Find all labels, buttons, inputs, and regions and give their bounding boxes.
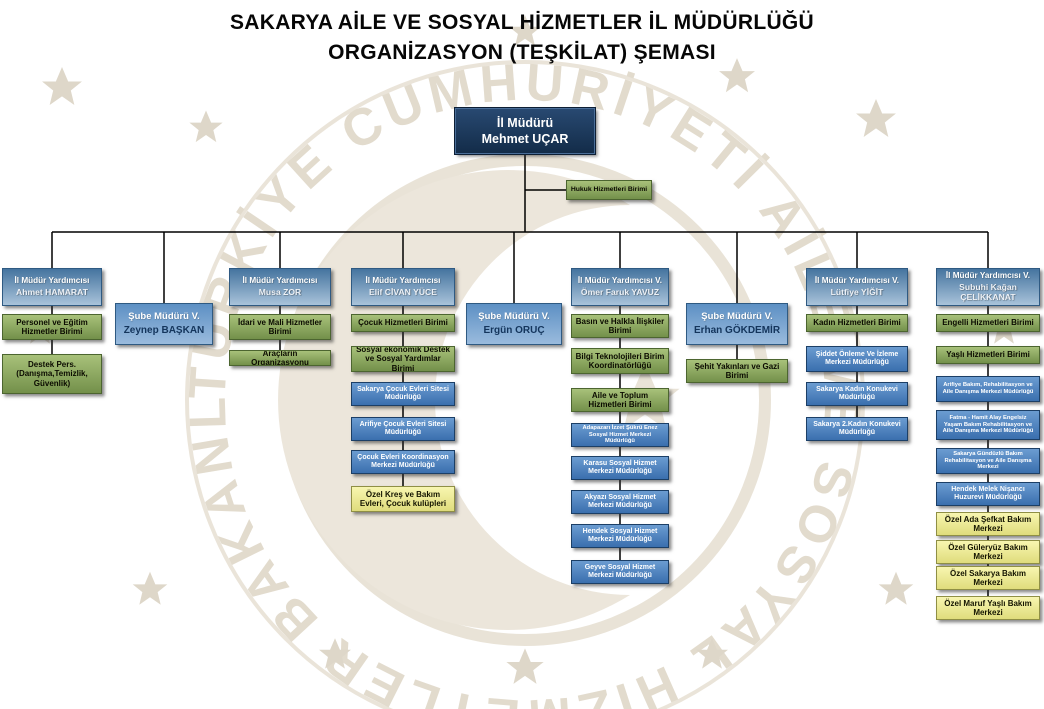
unit-box: Akyazı Sosyal Hizmet Merkezi Müdürlüğü — [571, 490, 669, 514]
head-ergun-oruc: Şube Müdürü V. Ergün ORUÇ — [466, 303, 562, 345]
unit-box: Arifiye Çocuk Evleri Sitesi Müdürlüğü — [351, 417, 455, 441]
deputy-name: Lütfiye YİĞİT — [830, 286, 884, 297]
deputy-name: Elif CİVAN YÜCE — [369, 286, 437, 297]
branch-manager-name: Ergün ORUÇ — [483, 324, 545, 336]
unit-box: Hendek Sosyal Hizmet Merkezi Müdürlüğü — [571, 524, 669, 548]
unit-box: Çocuk Evleri Koordinasyon Merkezi Müdürl… — [351, 450, 455, 474]
head-ahmet-hamarat: İl Müdür Yardımcısı Ahmet HAMARAT — [2, 268, 102, 306]
deputy-title: İl Müdür Yardımcısı — [365, 276, 441, 286]
head-subuhi-kagan-celikkanat: İl Müdür Yardımcısı V. Subuhi Kağan ÇELİ… — [936, 268, 1040, 306]
legal-unit-box: Hukuk Hizmetleri Birimi — [566, 180, 652, 200]
unit-box: Destek Pers. (Danışma,Temizlik, Güvenlik… — [2, 354, 102, 394]
director-box: İl Müdürü Mehmet UÇAR — [454, 107, 596, 155]
page-title-line2: ORGANİZASYON (TEŞKİLAT) ŞEMASI — [328, 41, 716, 64]
branch-manager-title: Şube Müdürü V. — [128, 310, 200, 322]
unit-box: Sakarya Çocuk Evleri Sitesi Müdürlüğü — [351, 382, 455, 406]
unit-box: Çocuk Hizmetleri Birimi — [351, 314, 455, 332]
deputy-name: Musa ZOR — [258, 286, 302, 297]
page-title: SAKARYA AİLE VE SOSYAL HİZMETLER İL MÜDÜ… — [0, 8, 1044, 68]
unit-box: Özel Sakarya Bakım Merkezi — [936, 566, 1040, 590]
unit-box: Engelli Hizmetleri Birimi — [936, 314, 1040, 332]
unit-box: Araçların Organizasyonu — [229, 350, 331, 366]
unit-box: Aile ve Toplum Hizmetleri Birimi — [571, 388, 669, 412]
unit-box: Geyve Sosyal Hizmet Merkezi Müdürlüğü — [571, 560, 669, 584]
branch-manager-title: Şube Müdürü V. — [478, 310, 550, 322]
unit-box: Arifiye Bakım, Rehabilitasyon ve Aile Da… — [936, 376, 1040, 402]
deputy-title: İl Müdür Yardımcısı V. — [814, 276, 900, 286]
unit-box: Şehit Yakınları ve Gazi Birimi — [686, 359, 788, 383]
unit-box: Sakarya Gündüzlü Bakım Rehabilitasyon ve… — [936, 448, 1040, 474]
head-musa-zor: İl Müdür Yardımcısı Musa ZOR — [229, 268, 331, 306]
unit-box: Bilgi Teknolojileri Birim Koordinatörlüğ… — [571, 348, 669, 374]
unit-box: Özel Maruf Yaşlı Bakım Merkezi — [936, 596, 1040, 620]
unit-box: Adapazarı İzzet Şükrü Enez Sosyal Hizmet… — [571, 423, 669, 447]
deputy-title: İl Müdür Yardımcısı — [14, 276, 90, 286]
head-elif-civan-yuce: İl Müdür Yardımcısı Elif CİVAN YÜCE — [351, 268, 455, 306]
unit-box: Kadın Hizmetleri Birimi — [806, 314, 908, 332]
unit-box: İdari ve Mali Hizmetler Birimi — [229, 314, 331, 340]
unit-box: Özel Güleryüz Bakım Merkezi — [936, 540, 1040, 564]
unit-box: Yaşlı Hizmetleri Birimi — [936, 346, 1040, 364]
unit-box: Özel Kreş ve Bakım Evleri, Çocuk kulüple… — [351, 486, 455, 512]
page-title-line1: SAKARYA AİLE VE SOSYAL HİZMETLER İL MÜDÜ… — [229, 11, 815, 34]
head-zeynep-baskan: Şube Müdürü V. Zeynep BAŞKAN — [115, 303, 213, 345]
unit-box: Hendek Melek Nişancı Huzurevi Müdürlüğü — [936, 482, 1040, 506]
head-omer-faruk-yavuz: İl Müdür Yardımcısı V. Ömer Faruk YAVUZ — [571, 268, 669, 306]
head-lutfiye-yigit: İl Müdür Yardımcısı V. Lütfiye YİĞİT — [806, 268, 908, 306]
unit-box: Fatma - Hamit Alay Engelsiz Yaşam Bakım … — [936, 410, 1040, 440]
deputy-title: İl Müdür Yardımcısı — [242, 276, 318, 286]
unit-box: Basın ve Halkla İlişkiler Birimi — [571, 314, 669, 338]
unit-box: Sosyal ekonomik Destek ve Sosyal Yardıml… — [351, 346, 455, 372]
head-erhan-gokdemir: Şube Müdürü V. Erhan GÖKDEMİR — [686, 303, 788, 345]
director-name: Mehmet UÇAR — [481, 132, 569, 146]
branch-manager-name: Zeynep BAŞKAN — [123, 324, 205, 336]
unit-box: Karasu Sosyal Hizmet Merkezi Müdürlüğü — [571, 456, 669, 480]
unit-box: Özel Ada Şefkat Bakım Merkezi — [936, 512, 1040, 536]
unit-box: Sakarya Kadın Konukevi Müdürlüğü — [806, 382, 908, 406]
unit-box: Personel ve Eğitim Hizmetler Birimi — [2, 314, 102, 340]
deputy-name: Subuhi Kağan ÇELİKKANAT — [959, 281, 1017, 302]
deputy-title: İl Müdür Yardımcısı V. — [945, 271, 1031, 281]
director-title: İl Müdürü — [496, 115, 554, 130]
branch-manager-title: Şube Müdürü V. — [701, 310, 773, 322]
unit-box: Şiddet Önleme Ve İzleme Merkezi Müdürlüğ… — [806, 346, 908, 372]
deputy-name: Ahmet HAMARAT — [16, 286, 88, 297]
unit-box: Sakarya 2.Kadın Konukevi Müdürlüğü — [806, 417, 908, 441]
deputy-name: Ömer Faruk YAVUZ — [580, 286, 660, 297]
branch-manager-name: Erhan GÖKDEMİR — [693, 324, 781, 336]
deputy-title: İl Müdür Yardımcısı V. — [577, 276, 663, 286]
